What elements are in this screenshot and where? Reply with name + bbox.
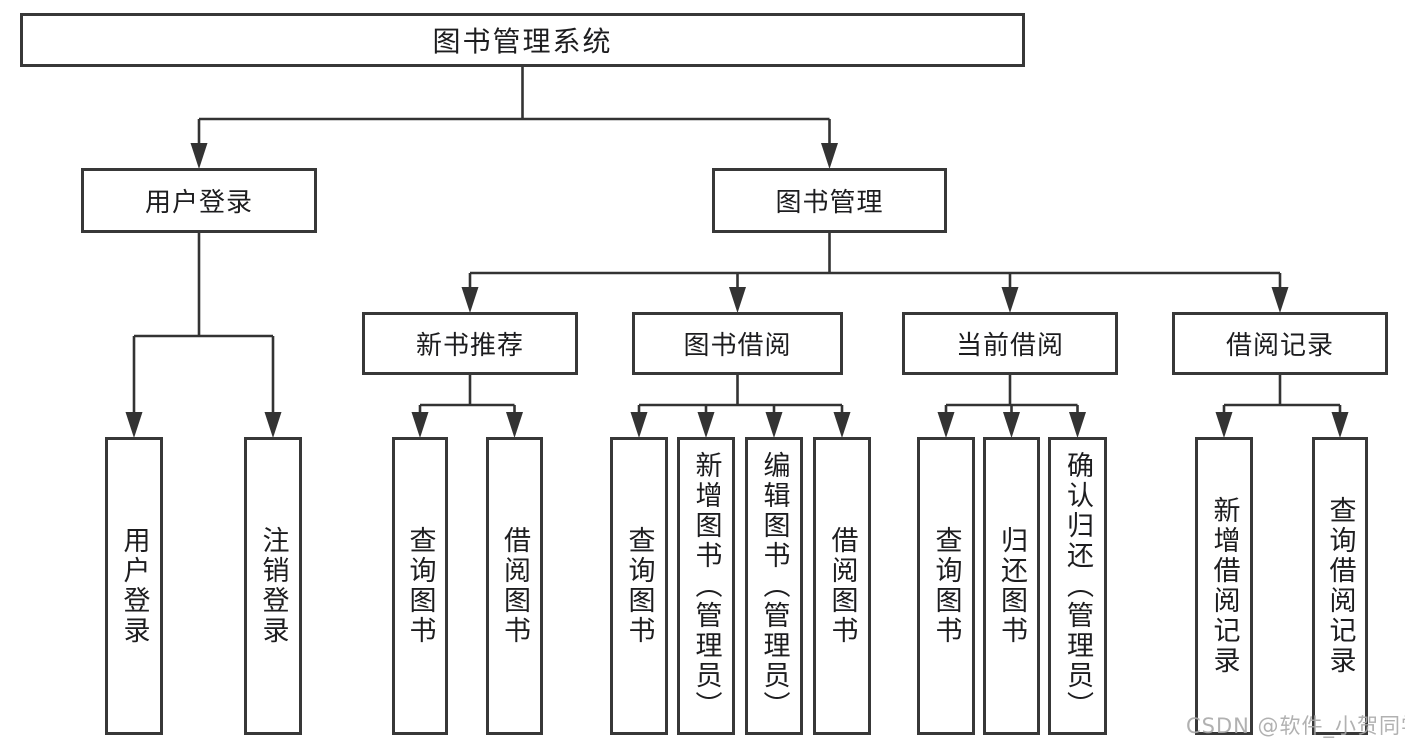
node-user-login: 用户登录 [81,168,317,233]
connector-user-login [125,232,282,438]
node-br-query: 查询借阅记录 [1312,437,1368,735]
node-new-book-rec: 新书推荐 [362,312,578,375]
connector-root [190,66,838,169]
node-bb-add: 新增图书（管理员） [677,437,735,735]
node-current-borrow: 当前借阅 [902,312,1118,375]
node-borrow-records: 借阅记录 [1172,312,1388,375]
connector-book-borrow [630,374,851,438]
node-bb-query: 查询图书 [610,437,668,735]
node-cb-confirm: 确认归还（管理员） [1048,437,1107,735]
node-nbr-borrow: 借阅图书 [486,437,543,735]
node-cb-query: 查询图书 [917,437,975,735]
node-cb-return: 归还图书 [983,437,1040,735]
connector-book-mgmt [461,232,1289,313]
node-bb-borrow: 借阅图书 [813,437,871,735]
node-br-add: 新增借阅记录 [1195,437,1253,735]
node-root: 图书管理系统 [20,13,1025,67]
node-book-borrow: 图书借阅 [632,312,843,375]
connector-new-book-rec [411,374,523,438]
node-book-mgmt: 图书管理 [712,168,947,233]
node-ul-login: 用户登录 [105,437,163,735]
node-nbr-query: 查询图书 [392,437,448,735]
connector-current-borrow [937,374,1086,438]
watermark-text: CSDN @软件_小贺同学 [1186,714,1405,738]
node-bb-edit: 编辑图书（管理员） [745,437,803,735]
connector-borrow-records [1215,374,1349,438]
node-ul-logout: 注销登录 [244,437,302,735]
